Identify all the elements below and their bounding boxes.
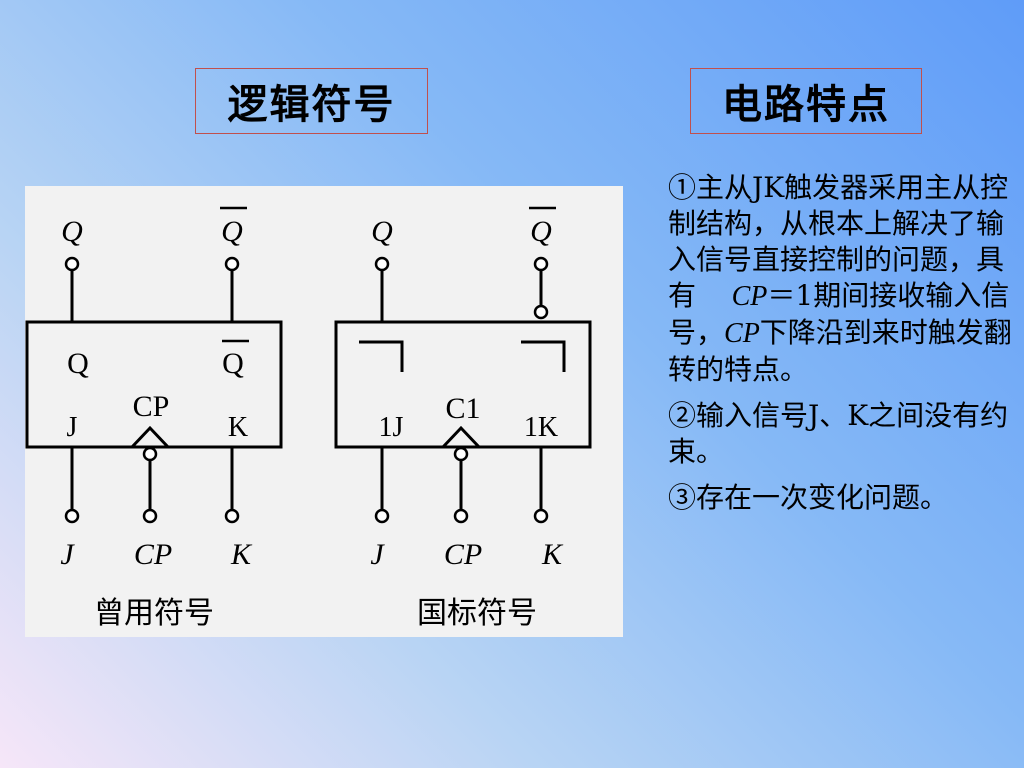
old-inner-qbar-label: Q [222, 347, 244, 380]
feature-1-cp-a: CP [731, 281, 768, 312]
feature-2: ②输入信号J、K之间没有约束。 [668, 399, 1009, 468]
gb-symbol [334, 270, 592, 510]
gb-clock-inversion-bubble [453, 446, 469, 462]
gb-qbar-output-label: Q [530, 215, 552, 248]
feature-1-text-c: 下降沿到来时触发翻转的特点。 [668, 316, 1012, 386]
feature-1-text-a: ①主从JK触发器采用主从控制结构，从根本上解决了输入信号直接控制的问题，具有 [668, 171, 1009, 312]
gb-j-terminal [374, 508, 390, 524]
gb-j-input-label: J [370, 538, 385, 571]
old-qbar-terminal [224, 256, 240, 272]
gb-postponed-output-mark-right [521, 340, 566, 372]
old-clock-inversion-bubble [142, 446, 158, 462]
old-j-input-label: J [60, 538, 75, 571]
feature-1-text-b: ＝1期间接收输入信号， [668, 279, 1010, 349]
gb-inner-c1-label: C1 [445, 392, 480, 425]
gb-inner-1j-label: 1J [379, 412, 404, 443]
jk-flipflop-symbol-diagram: Q Q Q Q J CP K J CP K 曾用符号 Q Q 1 [25, 186, 623, 637]
gb-k-input-label: K [541, 538, 564, 571]
old-k-terminal [224, 508, 240, 524]
circuit-features-title: 电路特点 [690, 68, 922, 134]
diagram-background [25, 186, 623, 637]
old-j-terminal [64, 508, 80, 524]
feature-1-cp-b: CP [724, 318, 760, 349]
old-inner-k-label: K [228, 412, 248, 443]
old-k-input-label: K [230, 538, 253, 571]
logic-symbol-title: 逻辑符号 [195, 68, 428, 134]
gb-symbol-caption: 国标符号 [417, 596, 537, 631]
old-inner-j-label: J [67, 412, 78, 443]
gb-qbar-inversion-bubble [533, 304, 549, 320]
old-q-terminal [64, 256, 80, 272]
old-symbol-caption: 曾用符号 [94, 596, 214, 631]
old-cp-terminal [142, 508, 158, 524]
circuit-features-list: ①主从JK触发器采用主从控制结构，从根本上解决了输入信号直接控制的问题，具有 C… [668, 170, 1018, 526]
old-cp-input-label: CP [134, 538, 172, 571]
feature-1: ①主从JK触发器采用主从控制结构，从根本上解决了输入信号直接控制的问题，具有 C… [668, 170, 1018, 388]
gb-qbar-terminal [533, 256, 549, 272]
feature-3: ③存在一次变化问题。 [668, 481, 949, 514]
old-inner-q-label: Q [67, 347, 89, 380]
gb-inner-1k-label: 1K [524, 412, 558, 443]
gb-k-terminal [533, 508, 549, 524]
old-qbar-output-label: Q [221, 215, 243, 248]
old-inner-cp-label: CP [133, 390, 170, 423]
gb-cp-input-label: CP [444, 538, 482, 571]
gb-q-terminal [374, 256, 390, 272]
old-q-output-label: Q [61, 215, 83, 248]
gb-q-output-label: Q [371, 215, 393, 248]
gb-cp-terminal [453, 508, 469, 524]
gb-postponed-output-mark-left [359, 340, 404, 372]
